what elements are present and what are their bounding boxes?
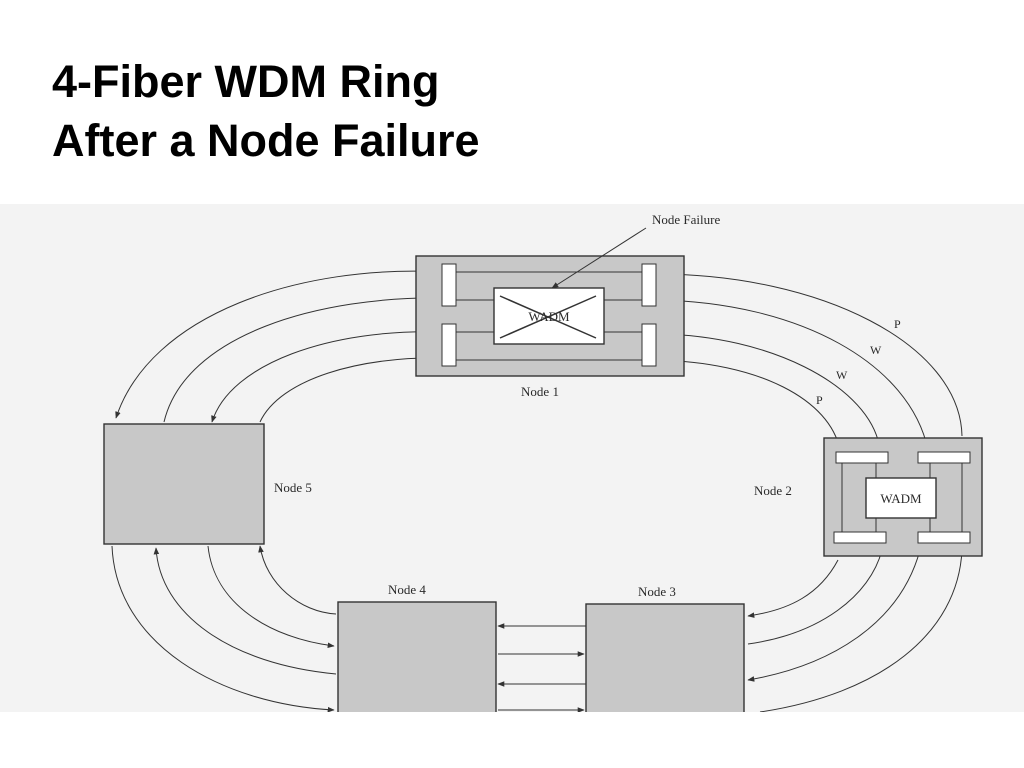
fiber-n2-n3-1: [747, 559, 839, 618]
fiber-label-P-inner: P: [816, 393, 823, 407]
title-line-2: After a Node Failure: [52, 115, 480, 166]
fiber-label-W-outer: W: [870, 343, 882, 357]
fiber-n4-n5-4: [111, 545, 335, 712]
title-line-1: 4-Fiber WDM Ring: [52, 56, 440, 107]
node-2-switch-bl: [833, 531, 887, 544]
node-3-box: [585, 603, 745, 712]
node-1-switch-tl: [441, 263, 457, 307]
fiber-n2-n3-2: [747, 549, 883, 645]
node-5-box: [103, 423, 265, 545]
node-2-switch-tr: [917, 451, 971, 464]
node-failure-callout: Node Failure: [652, 212, 720, 227]
fiber-label-P-outer: P: [894, 317, 901, 331]
failure-cross-2: [499, 295, 597, 339]
fiber-n1-n2-W-outer: [655, 299, 930, 451]
fiber-n1-n5-3: [211, 331, 445, 423]
node-2: WADM Node 2: [754, 437, 983, 557]
fiber-n4-n5-3: [153, 547, 337, 675]
node-2-label: Node 2: [754, 483, 792, 498]
node-5-label: Node 5: [274, 480, 312, 495]
fiber-n1-n2-W-inner: [659, 331, 879, 441]
ring-diagram: WADM Node 1 Node Failure WADM Node 2 P W…: [0, 204, 1024, 712]
fiber-n1-n2-P-inner: [655, 359, 842, 451]
fiber-n4-n5-2: [207, 545, 335, 648]
node-1-switch-br: [641, 323, 657, 367]
node-2-wadm-label: WADM: [880, 491, 922, 506]
node-5: Node 5: [103, 423, 312, 545]
node-2-wadm-box: [865, 477, 937, 519]
fiber-paths: [111, 270, 963, 712]
fiber-n1-n5-2: [163, 295, 445, 423]
node-4: Node 4: [337, 582, 497, 712]
node-2-switch-tl: [835, 451, 889, 464]
fiber-n2-n3-4: [759, 549, 963, 712]
node-3-label: Node 3: [638, 584, 676, 599]
ring-diagram-svg: WADM Node 1 Node Failure WADM Node 2 P W…: [103, 212, 983, 712]
node-1-label: Node 1: [521, 384, 559, 399]
fiber-label-W-inner: W: [836, 368, 848, 382]
slide-title: 4-Fiber WDM Ring After a Node Failure: [52, 52, 480, 170]
node-2-switch-br: [917, 531, 971, 544]
fiber-n4-n5-1: [258, 545, 337, 615]
fiber-n1-n5-1: [115, 270, 445, 419]
node-4-box: [337, 601, 497, 712]
fiber-n2-n3-3: [747, 549, 921, 682]
fiber-n1-n5-4: [259, 355, 445, 423]
fiber-n1-n2-P-outer: [655, 273, 963, 437]
node-failure-pointer: [551, 227, 647, 289]
node-1: WADM Node 1: [415, 255, 685, 399]
node-3: Node 3: [585, 584, 745, 712]
node-4-label: Node 4: [388, 582, 426, 597]
node-1-wadm-box: [493, 287, 605, 345]
node-1-switch-tr: [641, 263, 657, 307]
node-1-switch-bl: [441, 323, 457, 367]
